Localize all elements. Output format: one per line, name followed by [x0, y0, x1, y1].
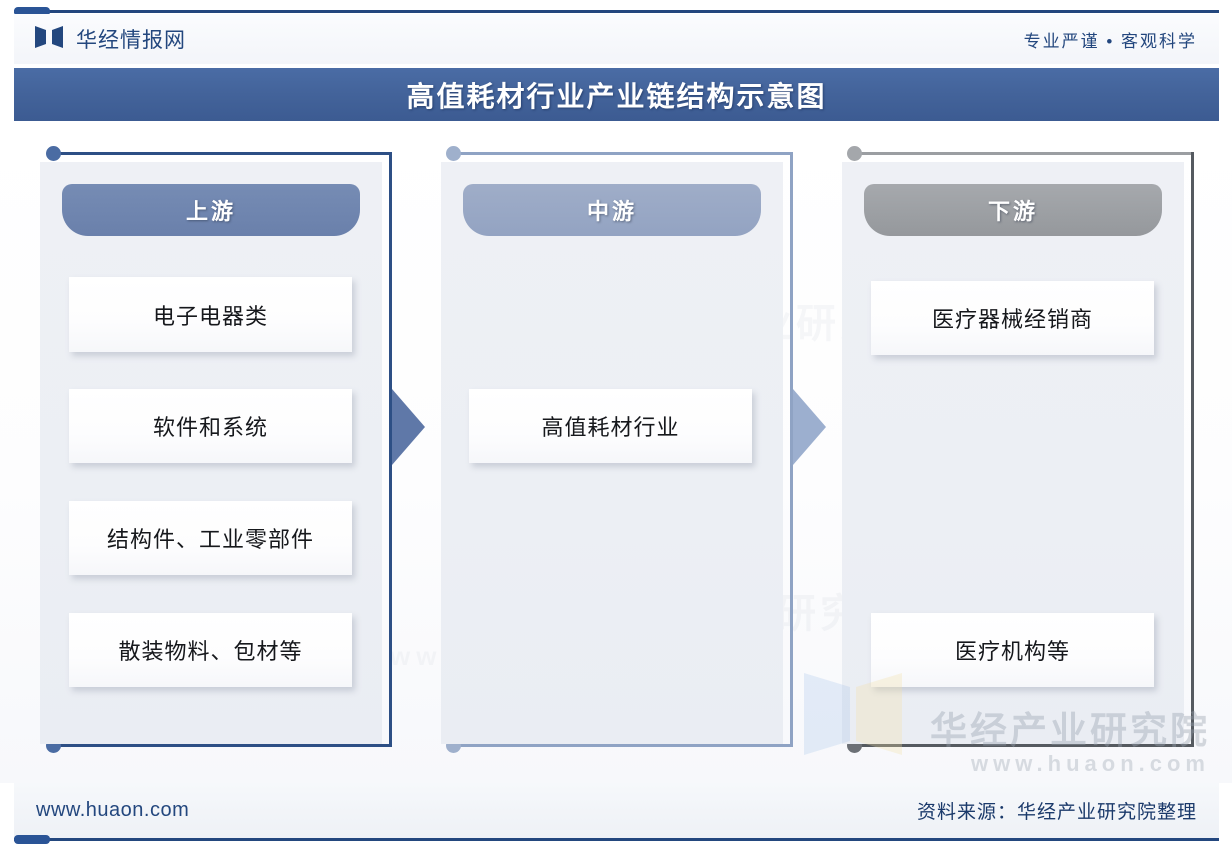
downstream-item-0[interactable]: 医疗器械经销商 — [871, 281, 1154, 355]
title-bar: 高值耗材行业产业链结构示意图 — [14, 68, 1219, 121]
arrow-midstream-to-downstream-icon — [793, 389, 826, 465]
upstream-header: 上游 — [62, 184, 360, 236]
arrow-upstream-to-midstream-icon — [392, 389, 425, 465]
downstream-item-1[interactable]: 医疗机构等 — [871, 613, 1154, 687]
upstream-item-2[interactable]: 结构件、工业零部件 — [69, 501, 352, 575]
upstream-node-dot-top — [46, 146, 61, 161]
page-header: 华经情报网 专业严谨 • 客观科学 — [14, 14, 1219, 64]
page-footer: www.huaon.com 资料来源：华经产业研究院整理 — [14, 783, 1219, 838]
bottom-divider — [14, 838, 1219, 841]
midstream-header: 中游 — [463, 184, 761, 236]
upstream-item-0[interactable]: 电子电器类 — [69, 277, 352, 352]
downstream-node-dot-top — [847, 146, 862, 161]
upstream-item-3[interactable]: 散装物料、包材等 — [69, 613, 352, 687]
header-tagline: 专业严谨 • 客观科学 — [1023, 31, 1197, 51]
midstream-frame-bottom — [452, 744, 793, 747]
upstream-frame-right — [389, 152, 392, 747]
midstream-frame-top — [452, 152, 793, 155]
midstream-node-dot-top — [446, 146, 461, 161]
brand: 华经情报网 — [34, 24, 186, 54]
downstream-frame-bottom — [853, 744, 1194, 747]
bowtie-logo-icon — [34, 25, 64, 54]
downstream-header: 下游 — [864, 184, 1162, 236]
midstream-frame-right — [790, 152, 793, 747]
upstream-item-1[interactable]: 软件和系统 — [69, 389, 352, 463]
downstream-frame-right — [1191, 152, 1194, 747]
footer-site-url[interactable]: www.huaon.com — [36, 799, 190, 821]
watermark-url: www.huaon.com — [971, 751, 1210, 776]
page-title: 高值耗材行业产业链结构示意图 — [406, 80, 827, 112]
diagram-canvas: 华经产业研究院 华经产业研究院 www.huaon.com 上游 电子电器类 软… — [0, 121, 1232, 783]
footer-source: 资料来源：华经产业研究院整理 — [916, 802, 1197, 823]
downstream-frame-top — [853, 152, 1194, 155]
top-divider — [14, 10, 1219, 13]
midstream-item-0[interactable]: 高值耗材行业 — [469, 389, 752, 463]
brand-name: 华经情报网 — [76, 29, 186, 52]
upstream-frame-bottom — [52, 744, 392, 747]
top-divider-cap — [14, 7, 50, 16]
upstream-frame-top — [52, 152, 392, 155]
bottom-divider-cap — [14, 835, 50, 844]
